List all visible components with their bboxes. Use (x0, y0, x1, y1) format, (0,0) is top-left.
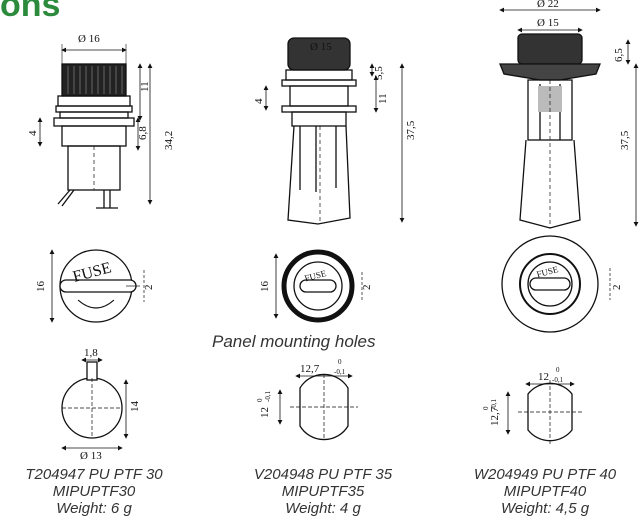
m1-h342: 34,2 (163, 131, 175, 150)
m2-h375: 37,5 (405, 120, 417, 140)
model-2-caption: V204948 PU PTF 35 MIPUPTF35 Weight: 4 g (228, 466, 418, 517)
m1-diam-top: Ø 16 (78, 33, 100, 45)
m2-h4: 4 (253, 98, 265, 104)
m1-face-h: 16 (35, 281, 47, 293)
model-2-part: V204948 PU PTF 35 (253, 466, 393, 483)
model-3-panel-hole (505, 380, 584, 446)
m3-hole-h-tol0: 0 (482, 406, 490, 410)
model-1-weight: Weight: 6 g (56, 500, 132, 517)
m3-hole-w: 12 (538, 371, 549, 383)
model-3-caption: W204949 PU PTF 40 MIPUPTF40 Weight: 4,5 … (450, 466, 640, 517)
m3-hole-w-tol: -0,1 (552, 376, 564, 384)
m1-face-side: 2 (143, 285, 155, 291)
section-heading: ons (0, 0, 61, 24)
model-2-code: MIPUPTF35 (281, 483, 365, 500)
model-1-side-view (37, 44, 153, 209)
model-2-side-view (263, 37, 405, 225)
model-3-side-view (499, 7, 639, 229)
m3-diam-outer: Ø 22 (537, 0, 559, 10)
m3-hole-h: 12,7 (489, 406, 501, 426)
m2-h55: 5,5 (373, 66, 385, 80)
m1-hole-h: 14 (129, 401, 141, 413)
m3-hole-h-tol: -0,1 (490, 398, 498, 410)
model-1-front-view (49, 249, 145, 323)
model-2-weight: Weight: 4 g (285, 500, 361, 517)
m1-hole-w: 1,8 (84, 347, 98, 359)
m1-h4: 4 (27, 130, 39, 136)
model-1-caption: T204947 PU PTF 30 MIPUPTF30 Weight: 6 g (4, 466, 184, 517)
m2-hole-w-tol: -0,1 (334, 368, 346, 376)
m3-face-side: 2 (611, 285, 623, 291)
model-3-part: W204949 PU PTF 40 (473, 466, 617, 483)
m2-hole-w-tol0: 0 (338, 358, 342, 366)
m2-hole-w: 12,7 (300, 363, 320, 375)
model-1-panel-hole (61, 357, 129, 451)
m2-face-h: 16 (259, 281, 271, 293)
m3-cap-text: FUSE (535, 264, 559, 279)
model-2-front-view (273, 249, 363, 323)
m3-h65: 6,5 (613, 48, 625, 62)
model-1-code: MIPUPTF30 (52, 483, 136, 500)
m1-h11: 11 (139, 81, 151, 92)
m2-face-side: 2 (361, 285, 373, 291)
m3-diam-inner: Ø 15 (537, 17, 559, 29)
m2-h11: 11 (377, 93, 389, 104)
m1-hole-d: Ø 13 (80, 450, 102, 462)
model-2-panel-hole (277, 373, 358, 441)
panel-mounting-title: Panel mounting holes (212, 332, 376, 351)
model-3-front-view (501, 235, 611, 333)
model-3-weight: Weight: 4,5 g (500, 500, 590, 517)
m2-hole-h-tol: -0,1 (264, 390, 272, 402)
m1-h68: 6,8 (137, 126, 149, 140)
model-1-part: T204947 PU PTF 30 (25, 466, 163, 483)
m2-hole-h: 12 (259, 407, 271, 418)
m3-h375: 37,5 (619, 130, 631, 150)
m2-hole-h-tol0: 0 (256, 398, 264, 402)
m2-diam-top: Ø 15 (310, 41, 332, 53)
m3-hole-w-tol0: 0 (556, 366, 560, 374)
model-3-code: MIPUPTF40 (503, 483, 587, 500)
